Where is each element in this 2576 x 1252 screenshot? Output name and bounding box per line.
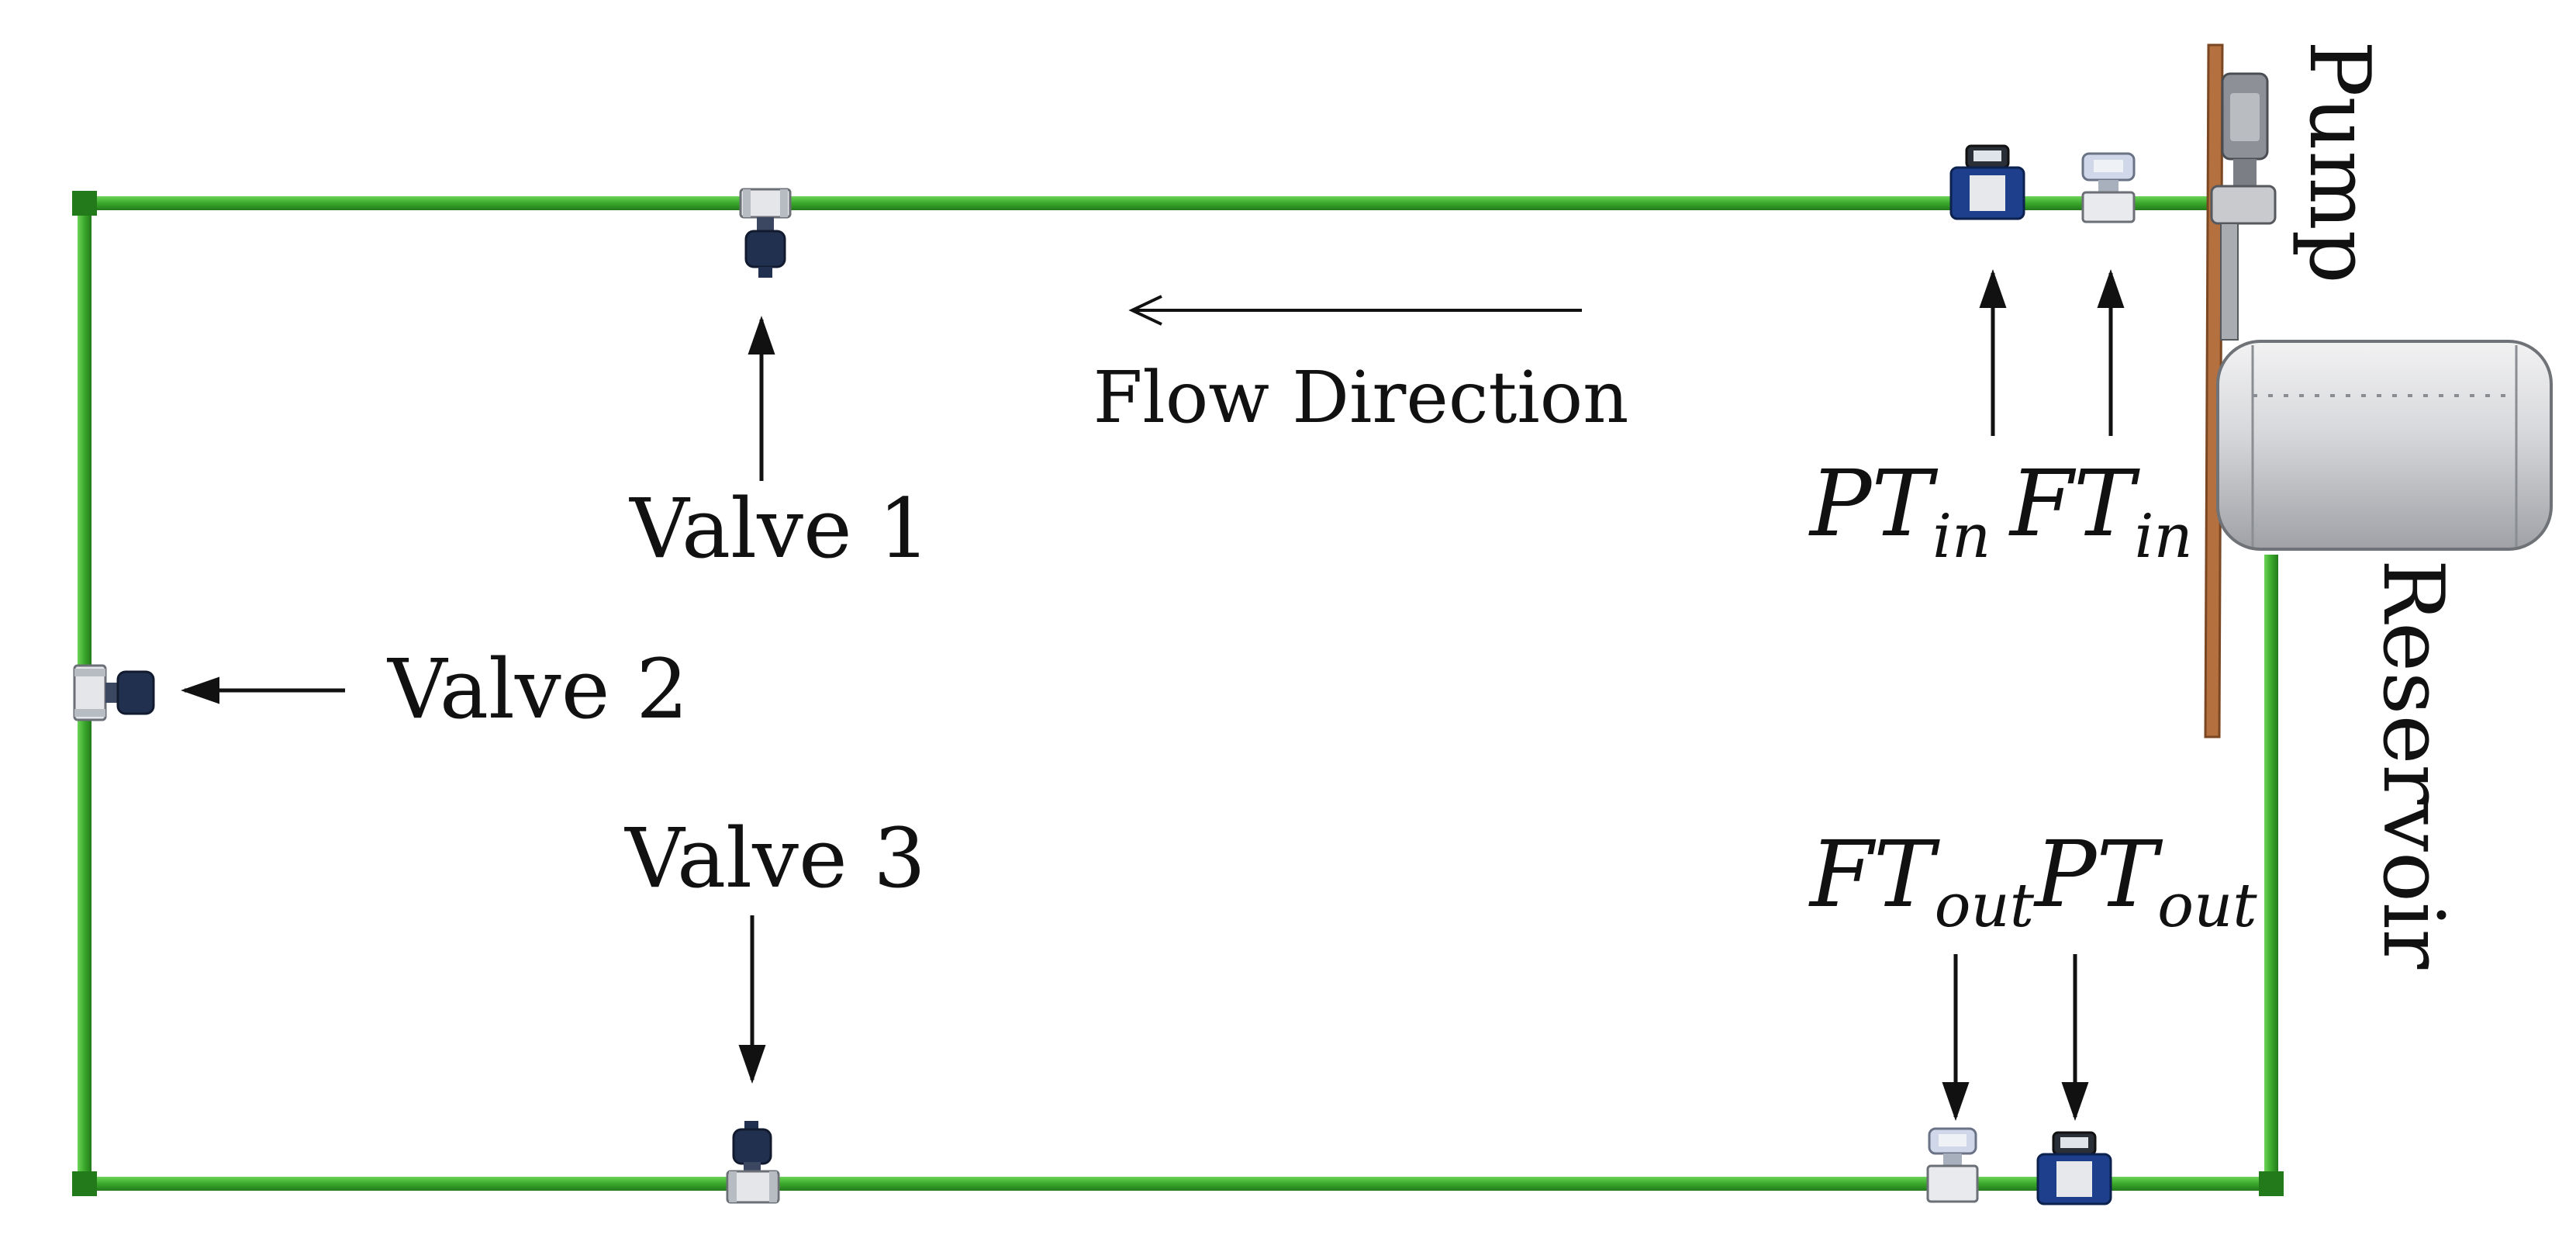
ft-in-sub: in (2135, 502, 2193, 572)
ft-out-sub: out (1935, 871, 2035, 941)
pipe-bottom (78, 1177, 2280, 1191)
pt-in-label: PTin (1808, 450, 1991, 572)
flow-transmitter-out-icon (1926, 1127, 1979, 1203)
ft-out-main: FT (1808, 821, 1940, 928)
valve-1-icon (739, 188, 792, 278)
pipe-corner-bottom-right (2259, 1171, 2284, 1196)
flow-direction-label: Flow Direction (1093, 356, 1629, 439)
arrows (181, 269, 2125, 1121)
ft-in-main: FT (2008, 450, 2140, 557)
flow-transmitter-in-icon (2081, 152, 2136, 223)
valve-3-label: Valve 3 (623, 811, 926, 906)
reservoir-label: Reservoir (2364, 559, 2461, 970)
pressure-transmitter-in-icon (1949, 144, 2025, 220)
pump-icon (2210, 72, 2277, 341)
pipe-loop (72, 191, 2284, 1196)
pt-out-sub: out (2157, 871, 2257, 941)
pt-in-main: PT (1808, 450, 1938, 557)
pipe-corner-top-left (72, 191, 97, 216)
valve-1-label: Valve 1 (628, 481, 931, 576)
reservoir-tank-icon (2216, 340, 2553, 551)
pt-in-sub: in (1932, 502, 1991, 572)
ft-out-label: FTout (1808, 821, 2035, 941)
pipe-right (2264, 555, 2278, 1191)
flow-direction-arrowhead (1128, 295, 1162, 326)
valve-2-icon (73, 664, 155, 721)
valve-3-icon (726, 1121, 780, 1204)
valve-2-label: Valve 2 (386, 642, 689, 737)
pipe-top (78, 196, 2226, 210)
pt-out-main: PT (2033, 821, 2163, 928)
pressure-transmitter-out-icon (2036, 1131, 2112, 1205)
pipe-corner-bottom-left (72, 1171, 97, 1196)
pt-out-label: PTout (2033, 821, 2257, 941)
ft-in-label: FTin (2008, 450, 2193, 572)
pump-label: Pump (2291, 40, 2388, 284)
